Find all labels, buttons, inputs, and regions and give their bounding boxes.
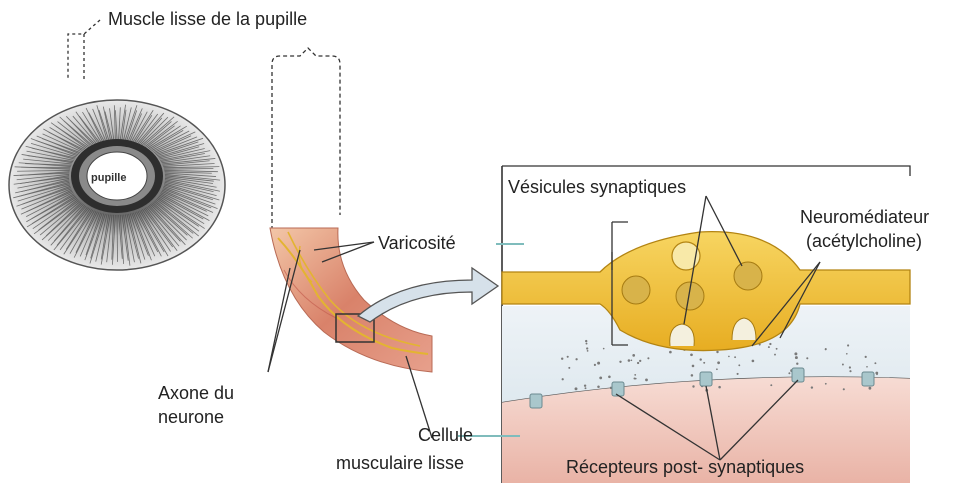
neurotransmitter-dot <box>634 374 636 376</box>
neurotransmitter-dot <box>692 365 695 368</box>
neurotransmitter-dot <box>700 358 702 360</box>
pupil-label: pupille <box>91 167 126 189</box>
neurotransmitter-dot <box>597 385 600 388</box>
neurotransmitter-dot <box>847 344 849 346</box>
neurotransmitter-dot <box>796 363 798 365</box>
neurotransmitter-dot <box>690 353 693 356</box>
neurotransmitter-dot <box>849 370 851 372</box>
neurotransmitter-dot <box>876 373 878 375</box>
neurotransmitter-dot <box>806 357 808 359</box>
neurotransmitter-dot <box>632 354 635 357</box>
neurotransmitter-dot <box>691 374 694 377</box>
neurotransmitter-dot <box>608 376 611 379</box>
neurotransmitter-dot <box>575 387 578 390</box>
neurotransmitter-dot <box>825 383 827 385</box>
neurotransmitter-dot <box>692 385 694 387</box>
neurotransmitter-dot <box>874 362 876 364</box>
neurotransmitter-dot <box>752 360 755 363</box>
neurotransmitter-dot <box>585 387 587 389</box>
iris-striation <box>21 167 70 168</box>
neurotransmitter-dot <box>737 373 739 375</box>
neurotransmitter-dot <box>718 386 721 389</box>
neurotransmitter-dot <box>795 356 798 359</box>
iris-striation <box>117 215 118 262</box>
neurotransmitter-dot <box>843 388 845 390</box>
neuromediator-label-line2: (acétylcholine) <box>806 230 922 252</box>
neurotransmitter-dot <box>774 354 776 356</box>
neurotransmitter-dot <box>594 364 596 366</box>
neurotransmitter-dot <box>637 362 639 364</box>
neurotransmitter-dot <box>584 384 586 386</box>
neurotransmitter-dot <box>869 387 872 390</box>
fiber-zoom-bracket <box>272 48 340 230</box>
axon-label-line1: Axone du <box>158 382 234 404</box>
neurotransmitter-dot <box>631 359 633 361</box>
neurotransmitter-dot <box>788 372 790 374</box>
neurotransmitter-dot <box>561 357 563 359</box>
neurotransmitter-dot <box>587 350 589 352</box>
muscle-title-label: Muscle lisse de la pupille <box>108 8 307 30</box>
cell-label-line2: musculaire lisse <box>336 452 464 474</box>
neurotransmitter-dot <box>769 343 771 345</box>
neurotransmitter-dot <box>776 348 778 350</box>
neurotransmitter-dot <box>568 367 570 369</box>
receptors-label: Récepteurs post- synaptiques <box>566 456 804 478</box>
neurotransmitter-dot <box>734 356 736 358</box>
vesicles-label: Vésicules synaptiques <box>508 176 686 198</box>
neurotransmitter-dot <box>794 352 797 355</box>
neurotransmitter-dot <box>842 364 844 366</box>
neurotransmitter-dot <box>825 348 827 350</box>
varicosity-label: Varicosité <box>378 232 456 254</box>
neurotransmitter-dot <box>599 377 602 380</box>
neurotransmitter-dot <box>716 351 718 353</box>
zoom-arrow <box>358 268 498 322</box>
neurotransmitter-dot <box>628 359 631 362</box>
neurotransmitter-dot <box>846 353 848 355</box>
vesicle <box>734 262 762 290</box>
neurotransmitter-dot <box>728 356 730 358</box>
neurotransmitter-dot <box>575 358 577 360</box>
neurotransmitter-dot <box>811 386 813 388</box>
neurotransmitter-dot <box>716 368 718 370</box>
neurotransmitter-dot <box>866 366 868 368</box>
neurotransmitter-dot <box>768 346 770 348</box>
neurotransmitter-dot <box>586 343 588 345</box>
neurotransmitter-dot <box>585 340 587 342</box>
neurotransmitter-dot <box>647 357 649 359</box>
neurotransmitter-dot <box>586 347 588 349</box>
neurotransmitter-dot <box>619 361 621 363</box>
neurotransmitter-dot <box>849 366 851 368</box>
neurotransmitter-dot <box>669 351 672 354</box>
neurotransmitter-dot <box>865 356 867 358</box>
axon-label-line2: neurone <box>158 406 224 428</box>
neurotransmitter-dot <box>717 361 720 364</box>
neurotransmitter-dot <box>562 378 564 380</box>
neurotransmitter-dot <box>639 360 641 362</box>
neurotransmitter-dot <box>738 364 740 366</box>
neurotransmitter-dot <box>633 377 635 379</box>
vesicle <box>622 276 650 304</box>
neurotransmitter-dot <box>597 362 600 365</box>
neurotransmitter-dot <box>703 362 705 364</box>
neurotransmitter-dot <box>770 384 772 386</box>
neurotransmitter-dot <box>567 356 569 358</box>
neuromediator-label-line1: Neuromédiateur <box>800 206 929 228</box>
muscle-title-leader <box>68 20 100 80</box>
cell-label-line1: Cellule <box>418 424 473 446</box>
neurotransmitter-dot <box>603 348 605 350</box>
neurotransmitter-dot <box>645 379 648 382</box>
